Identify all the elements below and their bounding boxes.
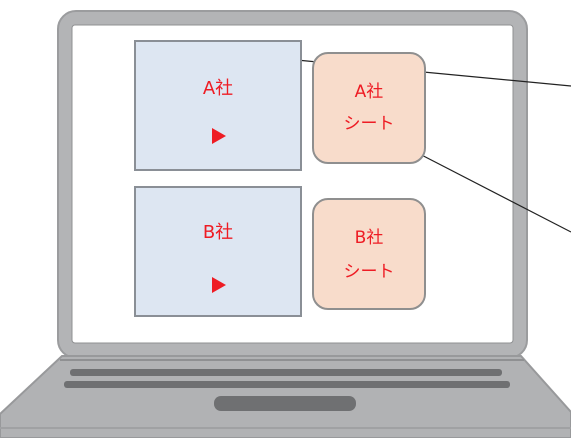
sheet-card-b[interactable]: B社 シート bbox=[312, 198, 426, 310]
sheet-title-a: A社 bbox=[354, 82, 384, 102]
connector-line bbox=[407, 147, 571, 233]
sheet-subtitle-a: シート bbox=[343, 114, 395, 134]
sheet-card-a[interactable]: A社 シート bbox=[312, 52, 426, 164]
company-label-a: A社 bbox=[202, 78, 234, 99]
trackpad bbox=[214, 396, 356, 411]
company-label-b: B社 bbox=[202, 222, 234, 243]
sheet-subtitle-b: シート bbox=[343, 262, 395, 282]
company-pane-a[interactable]: A社 bbox=[134, 40, 302, 171]
sheet-title-b: B社 bbox=[354, 228, 384, 248]
company-pane-b[interactable]: B社 bbox=[134, 186, 302, 317]
play-icon[interactable] bbox=[212, 277, 226, 293]
keyboard-row bbox=[64, 381, 510, 388]
keyboard-row bbox=[70, 369, 502, 376]
play-icon[interactable] bbox=[212, 128, 226, 144]
